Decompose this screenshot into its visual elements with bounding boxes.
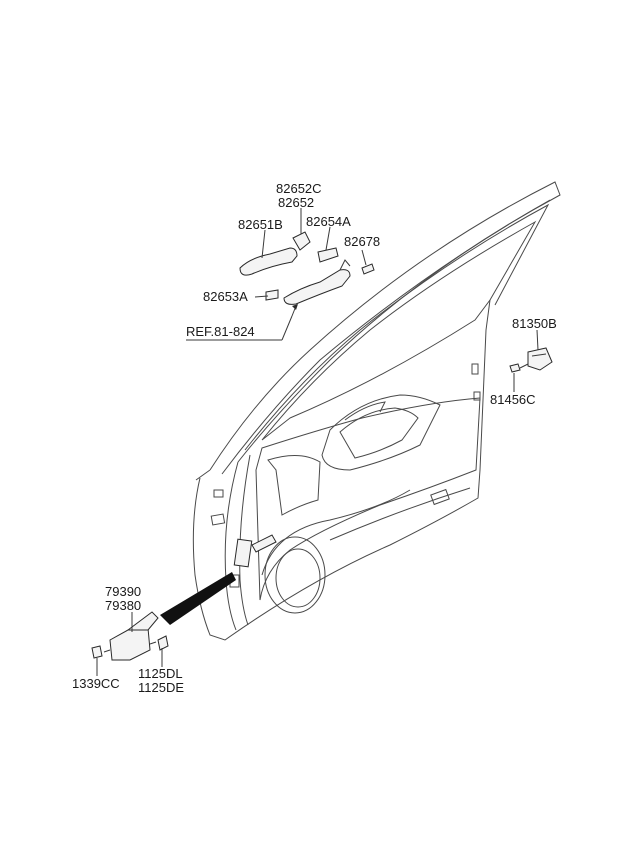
front-door-panel bbox=[192, 181, 561, 641]
label-82654a: 82654A bbox=[306, 214, 351, 229]
label-1125de: 1125DE bbox=[138, 680, 184, 695]
handle-cover bbox=[292, 231, 311, 251]
leader-lines bbox=[96, 208, 539, 676]
label-79390: 79390 bbox=[105, 584, 141, 599]
label-81350b: 81350B bbox=[512, 316, 557, 331]
label-82678: 82678 bbox=[344, 234, 380, 249]
checker-bolt bbox=[91, 645, 103, 659]
label-82652c: 82652C bbox=[276, 181, 322, 196]
outside-handle bbox=[239, 247, 298, 276]
door-checker bbox=[109, 627, 151, 661]
handle-base-frame bbox=[283, 269, 351, 305]
label-79380: 79380 bbox=[105, 598, 141, 613]
label-81456c: 81456C bbox=[490, 392, 536, 407]
part-labels: 82652C 82652 82651B 82654A 82678 82653A … bbox=[72, 181, 557, 695]
door-striker bbox=[527, 347, 553, 371]
label-1125dl: 1125DL bbox=[138, 666, 183, 681]
label-82651b: 82651B bbox=[238, 217, 283, 232]
striker-screw bbox=[509, 363, 521, 373]
label-82653a: 82653A bbox=[203, 289, 248, 304]
door-checker-group bbox=[91, 572, 236, 661]
handle-gasket bbox=[317, 247, 339, 263]
striker-group bbox=[509, 347, 553, 373]
label-82652: 82652 bbox=[278, 195, 314, 210]
label-ref-81-824: REF.81-824 bbox=[186, 324, 255, 339]
outside-handle-group bbox=[239, 231, 375, 317]
label-1339cc: 1339CC bbox=[72, 676, 120, 691]
handle-bolt bbox=[361, 263, 375, 275]
